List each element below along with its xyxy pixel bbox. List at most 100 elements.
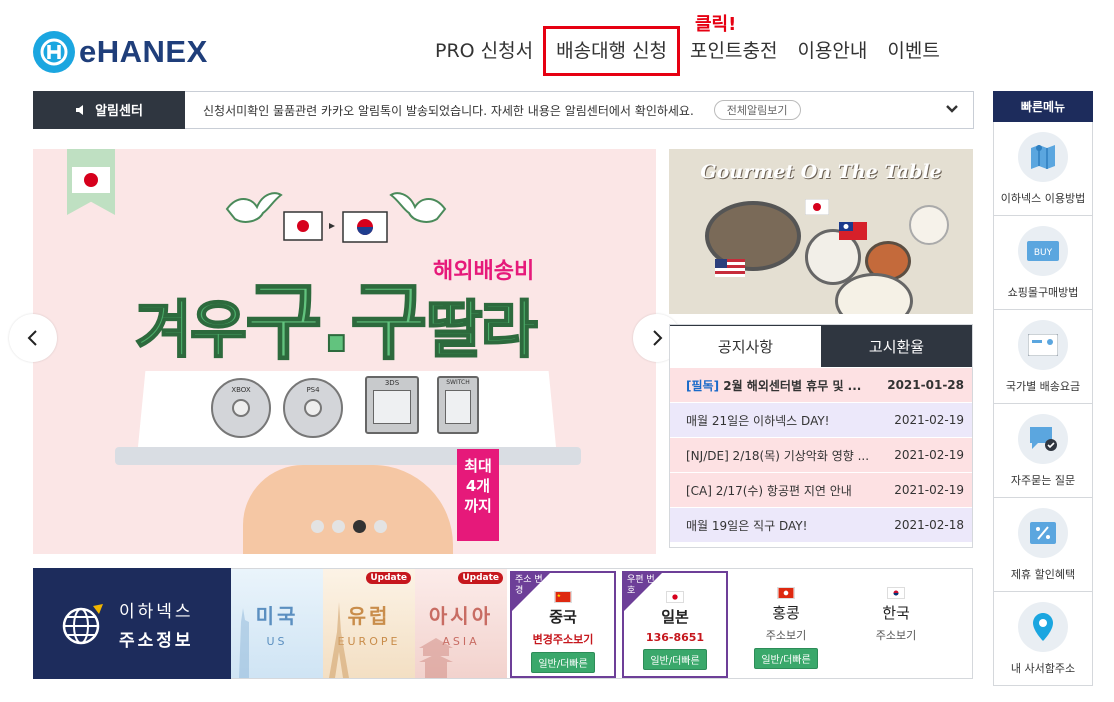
chevron-left-icon (27, 330, 37, 346)
region-us-name: 미국 (255, 603, 299, 628)
notice-row[interactable]: [CA] 2/17(수) 항공편 지연 안내 2021-02-19 (670, 472, 972, 507)
address-title-1: 이하넥스 (119, 601, 194, 622)
notice-row[interactable]: [NJ/DE] 2/18(목) 기상악화 영향 ... 2021-02-19 (670, 437, 972, 472)
slide-dot-4[interactable] (374, 520, 387, 533)
view-all-alerts-button[interactable]: 전체알림보기 (713, 100, 801, 120)
corner-tag: 주소 변경 (512, 573, 550, 611)
gourmet-title: Gourmet On The Table (700, 161, 942, 183)
nav-point-charge[interactable]: 포인트충전 (690, 40, 778, 62)
alert-message[interactable]: 신청서미확인 물품관련 카카오 알림톡이 발송되었습니다. 자세한 내용은 알림… (203, 103, 694, 118)
quick-item-how-to-use[interactable]: 이하넥스 이용방법 (994, 122, 1092, 216)
buy-icon: BUY (1018, 225, 1068, 276)
country-japan[interactable]: 우편 번호 일본 136-8651 일반/더빠른 (622, 571, 728, 678)
notice-title: [NJ/DE] 2/18(목) 기상악화 영향 ... (686, 448, 870, 463)
notice-title: [필독] 2월 해외센터별 휴무 및 ... (686, 378, 862, 393)
quick-menu-title: 빠른메뉴 (993, 91, 1093, 122)
region-us[interactable]: 미국 US (231, 569, 323, 678)
promo-banner[interactable]: 해외배송비 겨우구.구딸라 XBOX PS4 3DS SWITCH 최대 4개 … (33, 149, 656, 554)
main-nav: PRO 신청서 배송대행 신청 포인트충전 이용안내 이벤트 (425, 26, 950, 76)
region-us-en: US (266, 634, 288, 648)
region-asia[interactable]: Update 아시아 ASIA (415, 569, 507, 678)
china-address-button[interactable]: 일반/더빠른 (531, 652, 595, 673)
country-china-name: 중국 (549, 608, 577, 626)
hongkong-address-button[interactable]: 일반/더빠른 (754, 648, 818, 669)
dove-right-icon (389, 192, 447, 223)
nav-shipping-request[interactable]: 배송대행 신청 (543, 26, 681, 76)
nav-event[interactable]: 이벤트 (887, 40, 940, 62)
notice-date: 2021-02-18 (894, 518, 964, 532)
click-annotation: 클릭! (695, 14, 737, 35)
notice-row[interactable]: [필독] 2월 해외센터별 휴무 및 ... 2021-01-28 (670, 367, 972, 402)
tab-exchange-rate[interactable]: 고시환율 (821, 325, 972, 367)
headline-pre: 겨우 (134, 292, 248, 367)
banner-prev-button[interactable] (9, 314, 57, 362)
address-info-section: 이하넥스 주소정보 미국 US Update 유럽 EUROPE Update … (33, 568, 973, 679)
country-hongkong-name: 홍콩 (772, 604, 800, 622)
quick-item-label: 자주묻는 질문 (1010, 473, 1076, 487)
headline-mid: 구.구 (244, 272, 428, 372)
quick-item-label: 제휴 할인혜택 (1010, 567, 1076, 581)
statue-of-liberty-icon (239, 608, 249, 678)
notice-tabs: 공지사항 고시환율 (670, 325, 972, 367)
notice-panel: 공지사항 고시환율 [필독] 2월 해외센터별 휴무 및 ... 2021-01… (669, 324, 973, 548)
country-china-sub[interactable]: 변경주소보기 (532, 633, 594, 646)
country-korea-name: 한국 (882, 604, 910, 622)
flag-japan-icon (805, 199, 829, 215)
quick-item-my-address[interactable]: 내 사서함주소 (994, 592, 1092, 686)
notice-title: 매월 19일은 직구 DAY! (686, 518, 808, 533)
quick-item-shopping-guide[interactable]: BUY 쇼핑몰구매방법 (994, 216, 1092, 310)
flag-hongkong-icon (777, 587, 795, 599)
rate-card-icon (1018, 319, 1068, 370)
quick-item-discount[interactable]: 제휴 할인혜택 (994, 498, 1092, 592)
quick-item-label: 이하넥스 이용방법 (1000, 191, 1086, 205)
notice-row[interactable]: 매월 21일은 이하넥스 DAY! 2021-02-19 (670, 402, 972, 437)
tray (137, 371, 557, 457)
alert-center-label[interactable]: 알림센터 (33, 90, 185, 129)
quick-item-shipping-rate[interactable]: 국가별 배송요금 (994, 310, 1092, 404)
slide-indicators (311, 520, 387, 533)
hand-illustration (243, 465, 453, 554)
address-title-2: 주소정보 (119, 630, 194, 651)
japan-address-button[interactable]: 일반/더빠른 (643, 649, 707, 670)
region-asia-en: ASIA (442, 634, 480, 648)
flag-china-icon (554, 591, 572, 603)
notice-row[interactable]: 매월 19일은 직구 DAY! 2021-02-18 (670, 507, 972, 542)
banner-subtitle: 해외배송비 (433, 259, 535, 284)
country-hongkong[interactable]: 홍콩 주소보기 일반/더빠른 (731, 569, 841, 678)
country-korea[interactable]: 한국 주소보기 (841, 569, 951, 678)
slide-dot-2[interactable] (332, 520, 345, 533)
headline-post: 딸라 (425, 292, 539, 367)
ehanex-logo[interactable]: eHANEX (33, 31, 208, 73)
region-europe-en: EUROPE (337, 634, 401, 648)
flag-japan-icon (666, 591, 684, 603)
country-korea-sub[interactable]: 주소보기 (875, 629, 917, 642)
xbox-disc-icon: XBOX (211, 378, 271, 438)
gourmet-banner[interactable]: Gourmet On The Table (669, 149, 973, 314)
svg-text:BUY: BUY (1034, 248, 1053, 258)
ps4-disc-icon: PS4 (283, 378, 343, 438)
country-japan-sub: 136-8651 (645, 631, 705, 644)
slide-dot-1[interactable] (311, 520, 324, 533)
country-hongkong-sub[interactable]: 주소보기 (765, 629, 807, 642)
chevron-down-icon[interactable] (945, 102, 959, 116)
flag-korea-icon (887, 587, 905, 599)
tray-base (115, 447, 581, 465)
region-europe[interactable]: Update 유럽 EUROPE (323, 569, 415, 678)
nav-guide[interactable]: 이용안내 (797, 40, 868, 62)
japan-flag-icon (72, 167, 110, 193)
quick-item-faq[interactable]: 자주묻는 질문 (994, 404, 1092, 498)
banner-headline: 겨우구.구딸라 (134, 255, 539, 376)
notice-tag: [필독] (686, 378, 720, 393)
country-china[interactable]: 주소 변경 중국 변경주소보기 일반/더빠른 (510, 571, 616, 678)
tab-notice[interactable]: 공지사항 (670, 325, 821, 367)
update-badge: Update (458, 572, 503, 584)
globe-icon (62, 603, 103, 644)
food-plate-4 (835, 273, 913, 314)
chat-check-icon (1018, 413, 1068, 464)
slide-dot-3[interactable] (353, 520, 366, 533)
nav-pro-application[interactable]: PRO 신청서 (435, 40, 534, 62)
notice-date: 2021-01-28 (887, 378, 964, 392)
alert-bar: 알림센터 신청서미확인 물품관련 카카오 알림톡이 발송되었습니다. 자세한 내… (33, 90, 974, 129)
quick-item-label: 쇼핑몰구매방법 (1007, 285, 1079, 299)
notice-date: 2021-02-19 (894, 413, 964, 427)
